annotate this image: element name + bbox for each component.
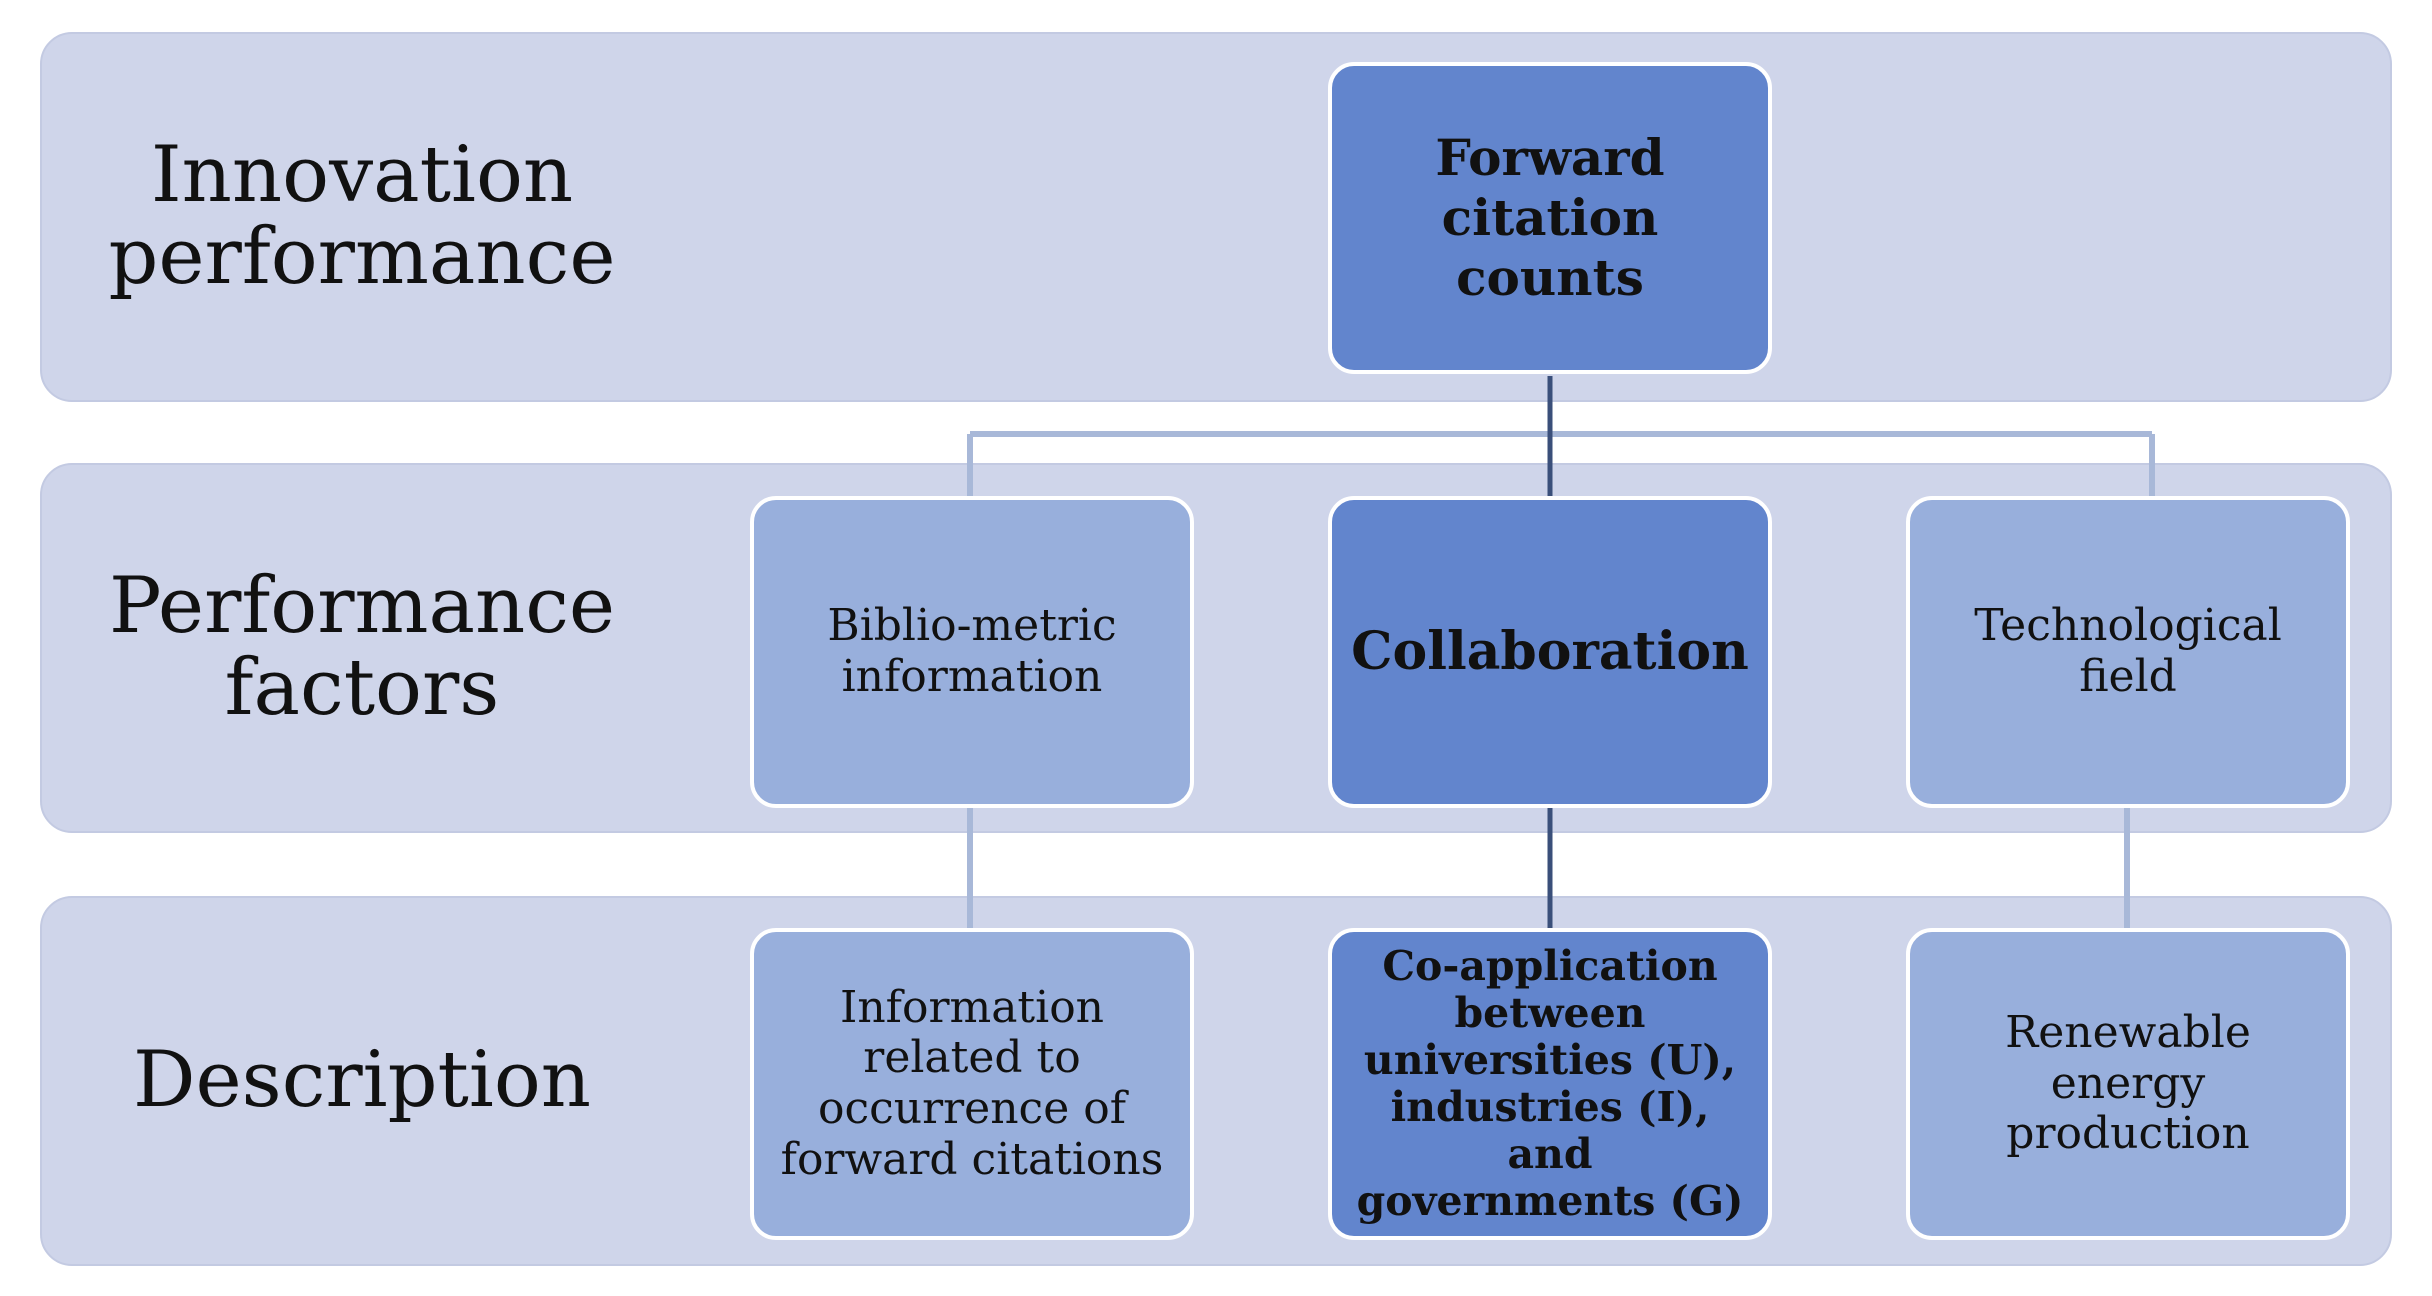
row-label-innovation-performance: Innovation performance [108, 130, 616, 302]
node-forward-citation-counts: Forward citation counts [1328, 62, 1772, 374]
node-information-forward-citations: Information related to occurrence of for… [750, 928, 1194, 1240]
node-renewable-energy-production: Renewable energy production [1906, 928, 2350, 1240]
node-biblio-metric-information: Biblio-metric information [750, 496, 1194, 808]
band-innovation-performance: Innovation performance [40, 32, 2392, 402]
node-collaboration: Collaboration [1328, 496, 1772, 808]
row-label-performance-factors: Performance factors [108, 561, 616, 733]
node-technological-field: Technological field [1906, 496, 2350, 808]
row-label-description: Description [132, 1035, 592, 1126]
node-co-application: Co-application between universities (U),… [1328, 928, 1772, 1240]
